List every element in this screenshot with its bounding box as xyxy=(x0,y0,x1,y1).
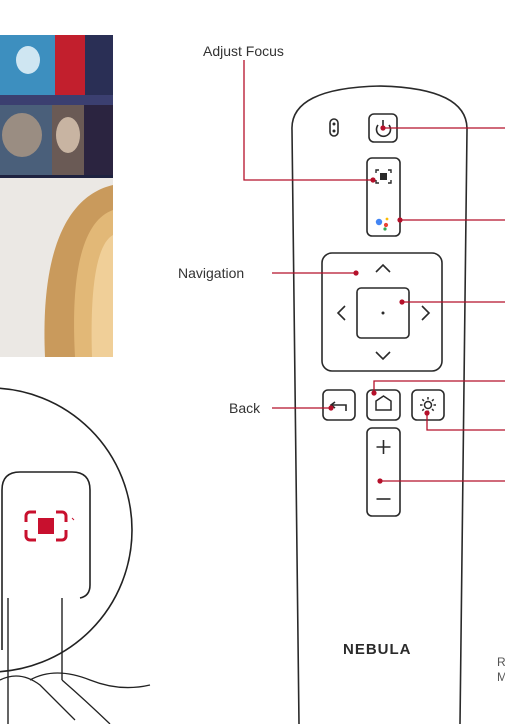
dpad[interactable] xyxy=(321,252,443,372)
home-button[interactable] xyxy=(366,389,401,421)
home-icon xyxy=(375,395,392,411)
edge-text-1: R xyxy=(497,655,505,669)
chevron-up-icon xyxy=(375,263,391,273)
gear-icon xyxy=(420,397,436,413)
back-label: Back xyxy=(229,400,261,416)
led-indicator xyxy=(329,118,339,137)
volume-rocker[interactable] xyxy=(366,427,401,517)
navigation-label: Navigation xyxy=(178,265,245,281)
edge-text-2: M xyxy=(497,670,505,684)
chevron-down-icon xyxy=(375,351,391,361)
photo-panel xyxy=(0,35,113,357)
callout-lines xyxy=(243,60,505,484)
chevron-right-icon xyxy=(421,305,431,321)
chevron-left-icon xyxy=(336,305,346,321)
settings-button[interactable] xyxy=(411,389,445,421)
adjust-focus-label: Adjust Focus xyxy=(203,43,284,59)
plus-icon xyxy=(376,440,391,454)
back-button[interactable] xyxy=(322,389,356,421)
focus-assistant-button[interactable] xyxy=(366,157,401,237)
back-arrow-icon xyxy=(329,401,347,411)
remote-brand: NEBULA xyxy=(343,641,412,658)
ok-dot-icon xyxy=(381,311,385,315)
focus-icon xyxy=(375,169,392,184)
zoom-illustration xyxy=(0,380,180,724)
focus-icon xyxy=(24,510,75,542)
assistant-icon xyxy=(375,217,389,231)
